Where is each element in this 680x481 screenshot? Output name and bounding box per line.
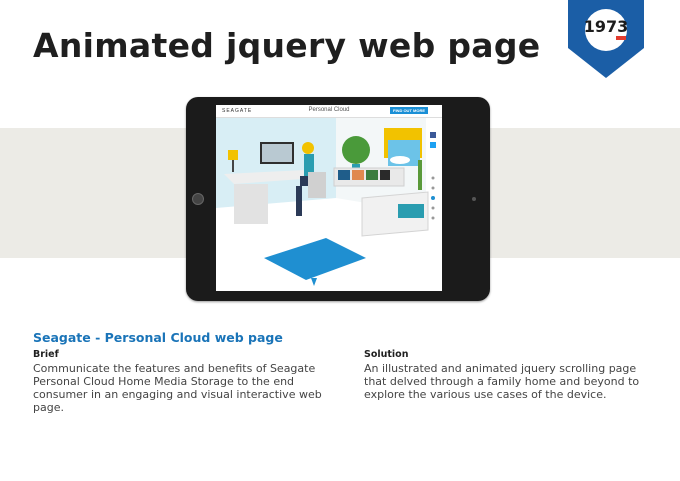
site-header: SEAGATE Personal Cloud FIND OUT MORE bbox=[216, 105, 442, 118]
tablet-home-button bbox=[192, 193, 204, 205]
tablet-mockup: SEAGATE Personal Cloud FIND OUT MORE bbox=[186, 97, 490, 301]
site-logo: SEAGATE bbox=[222, 108, 253, 114]
ribbon-badge-icon bbox=[568, 0, 644, 78]
find-out-more-button[interactable]: FIND OUT MORE bbox=[390, 107, 428, 114]
project-title: Seagate - Personal Cloud web page bbox=[33, 330, 283, 345]
brief-text: Communicate the features and benefits of… bbox=[33, 362, 322, 414]
site-title: Personal Cloud bbox=[308, 107, 350, 113]
home-illustration bbox=[216, 118, 442, 291]
tablet-screen: SEAGATE Personal Cloud FIND OUT MORE bbox=[216, 105, 442, 291]
brief-heading: Brief bbox=[33, 349, 59, 360]
solution-text: An illustrated and animated jquery scrol… bbox=[364, 362, 640, 401]
solution-heading: Solution bbox=[364, 349, 409, 360]
badge-label: 1973 bbox=[583, 17, 629, 36]
tablet-camera bbox=[472, 197, 476, 201]
page-title: Animated jquery web page bbox=[33, 26, 541, 65]
